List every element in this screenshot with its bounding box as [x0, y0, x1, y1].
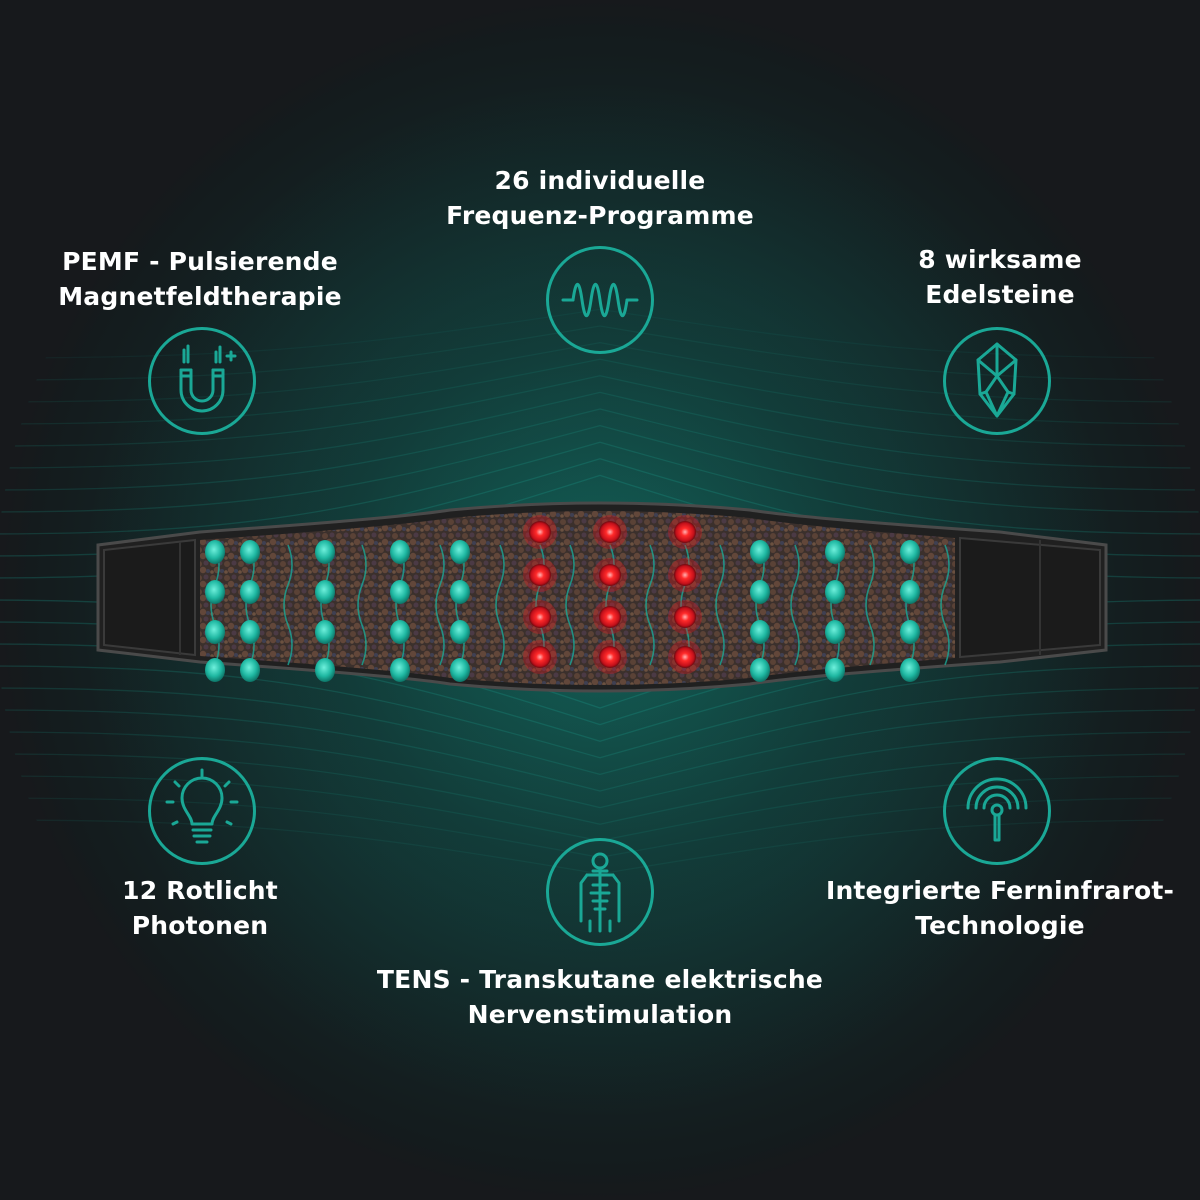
red-led: [674, 564, 696, 586]
belt-strand: [283, 544, 293, 666]
belt-strand: [645, 544, 655, 666]
red-led: [674, 521, 696, 543]
belt-strand: [395, 544, 405, 666]
red-led: [529, 606, 551, 628]
feature-tens-text: TENS - Transkutane elektrische Nervensti…: [330, 962, 870, 1032]
belt-strand: [905, 544, 915, 666]
light-bulb-icon: [148, 757, 256, 865]
teal-gemstone: [450, 540, 470, 564]
teal-gemstone: [825, 580, 845, 604]
feature-pemf-text: PEMF - Pulsierende Magnetfeldtherapie: [40, 244, 360, 314]
feature-gemstones-text: 8 wirksame Edelsteine: [840, 242, 1160, 312]
red-led: [529, 521, 551, 543]
teal-gemstone: [390, 620, 410, 644]
teal-gemstone: [205, 580, 225, 604]
teal-gemstone: [450, 580, 470, 604]
belt-strand: [565, 544, 575, 666]
teal-gemstone: [825, 540, 845, 564]
feature-redlight-line1: 12 Rotlicht: [122, 876, 278, 905]
teal-gemstone: [240, 580, 260, 604]
crystal-icon: [943, 327, 1051, 435]
red-led: [599, 606, 621, 628]
teal-gemstone: [205, 620, 225, 644]
red-led: [599, 521, 621, 543]
red-led: [674, 646, 696, 668]
signal-antenna-icon: [943, 757, 1051, 865]
feature-frequency-text: 26 individuelle Frequenz-Programme: [400, 163, 800, 233]
teal-gemstone: [450, 658, 470, 682]
teal-gemstone: [315, 580, 335, 604]
red-led: [529, 646, 551, 668]
red-led: [599, 646, 621, 668]
feature-gemstones-line1: 8 wirksame: [918, 245, 1082, 274]
belt-strand: [940, 544, 950, 666]
belt-strand: [790, 544, 800, 666]
teal-gemstone: [750, 620, 770, 644]
teal-gemstone: [205, 540, 225, 564]
red-led: [599, 564, 621, 586]
teal-gemstone: [450, 620, 470, 644]
teal-gemstone: [750, 540, 770, 564]
belt-strand: [755, 544, 765, 666]
teal-gemstone: [315, 658, 335, 682]
therapy-belt: [96, 501, 1108, 693]
feature-infrared-line2: Technologie: [915, 911, 1085, 940]
teal-gemstone: [750, 658, 770, 682]
red-led: [529, 564, 551, 586]
belt-strand: [210, 544, 220, 666]
sine-wave-icon: [546, 246, 654, 354]
teal-gemstone: [900, 658, 920, 682]
feature-redlight-line2: Photonen: [131, 911, 269, 940]
belt-strand: [320, 544, 330, 666]
feature-redlight-text: 12 Rotlicht Photonen: [60, 873, 340, 943]
feature-pemf-line1: PEMF - Pulsierende: [62, 247, 338, 276]
teal-gemstone: [315, 540, 335, 564]
feature-tens-line1: TENS - Transkutane elektrische: [376, 965, 824, 994]
belt-strand: [357, 544, 367, 666]
feature-frequency-line2: Frequenz-Programme: [446, 201, 754, 230]
teal-gemstone: [390, 540, 410, 564]
belt-strand: [435, 544, 445, 666]
teal-gemstone: [240, 620, 260, 644]
belt-strand: [245, 544, 255, 666]
belt-strand: [715, 544, 725, 666]
feature-infrared-line1: Integrierte Ferninfrarot-: [825, 876, 1175, 905]
teal-gemstone: [900, 580, 920, 604]
teal-gemstone: [205, 658, 225, 682]
belt-strand: [495, 544, 505, 666]
feature-pemf-line2: Magnetfeldtherapie: [58, 282, 342, 311]
red-led: [674, 606, 696, 628]
human-body-nerves-icon: [546, 838, 654, 946]
feature-infrared-text: Integrierte Ferninfrarot- Technologie: [810, 873, 1190, 943]
teal-gemstone: [240, 658, 260, 682]
feature-gemstones-line2: Edelsteine: [925, 280, 1075, 309]
teal-gemstone: [900, 540, 920, 564]
feature-tens-line2: Nervenstimulation: [467, 1000, 733, 1029]
belt-strand: [865, 544, 875, 666]
teal-gemstone: [825, 620, 845, 644]
belt-strand: [455, 544, 465, 666]
belt-strand: [830, 544, 840, 666]
teal-gemstone: [825, 658, 845, 682]
teal-gemstone: [240, 540, 260, 564]
teal-gemstone: [390, 580, 410, 604]
teal-gemstone: [900, 620, 920, 644]
feature-frequency-line1: 26 individuelle: [494, 166, 706, 195]
magnet-icon: [148, 327, 256, 435]
teal-gemstone: [315, 620, 335, 644]
teal-gemstone: [750, 580, 770, 604]
teal-gemstone: [390, 658, 410, 682]
